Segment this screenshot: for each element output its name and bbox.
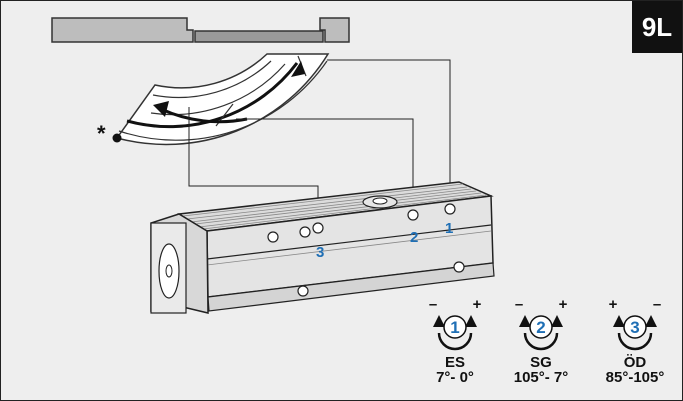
adjuster-3-code: ÖD [623,354,647,371]
adjuster-3: 3 + – [609,296,661,351]
adjuster-3-left-sign: + [609,296,618,313]
figure-badge: 9L [632,1,682,53]
valve-label-1: 1 [445,220,453,237]
door-closer-body [150,181,495,314]
pivot-point-dot [112,133,122,143]
adjuster-1-right-sign: + [473,296,482,313]
valve-label-2: 2 [410,229,418,246]
adjuster-1-number: 1 [450,318,459,337]
adjuster-symbols: 1 – + 2 – + 3 + – [429,296,661,351]
adjuster-3-right-sign: – [653,296,661,313]
door-frame-profile [51,17,350,43]
adjuster-2-number: 2 [536,318,545,337]
valve-label-3: 3 [316,244,324,261]
adjuster-2-caption: SG 105°- 7° [506,355,576,385]
adjuster-1-left-sign: – [429,296,437,313]
adjuster-2-right-sign: + [559,296,568,313]
adjuster-3-range: 85°-105° [605,369,665,386]
adjuster-2: 2 – + [515,296,568,351]
adjuster-2-left-sign: – [515,296,523,313]
adjuster-1-caption: ES 7°- 0° [420,355,490,385]
adjuster-3-caption: ÖD 85°-105° [600,355,670,385]
adjuster-3-number: 3 [630,318,639,337]
asterisk-mark: * [97,121,106,146]
adjuster-1-code: ES [444,354,465,371]
adjuster-2-code: SG [530,354,552,371]
opening-angle-arc [112,53,330,146]
adjuster-1-range: 7°- 0° [436,369,474,386]
adjuster-1: 1 – + [429,296,482,351]
adjuster-2-range: 105°- 7° [513,369,569,386]
